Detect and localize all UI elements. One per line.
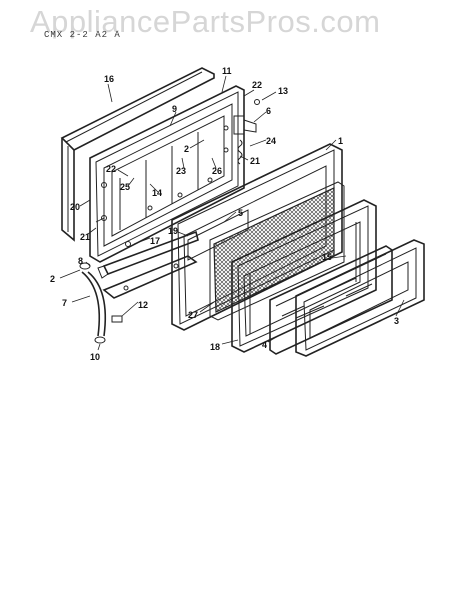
part-label-10: 10	[90, 352, 100, 362]
outer-back-panel	[60, 67, 215, 242]
part-label-4: 4	[262, 340, 267, 350]
part-label-16: 16	[104, 74, 114, 84]
part-label-2-handle: 2	[50, 274, 55, 284]
part-label-8: 8	[78, 256, 83, 266]
part-label-17: 17	[150, 236, 160, 246]
diagram-header-code: CMX 2-2 A2 A	[44, 30, 121, 40]
part-label-13: 13	[278, 86, 288, 96]
lower-hinge-bracket	[97, 230, 199, 279]
inner-door-frame	[89, 85, 245, 263]
part-label-14: 14	[152, 188, 162, 198]
part-label-27: 27	[188, 310, 198, 320]
part-label-6: 6	[266, 106, 271, 116]
glass-frame	[231, 199, 377, 353]
part-label-12: 12	[138, 300, 148, 310]
part-label-21-right: 21	[250, 156, 260, 166]
part-label-9: 9	[172, 104, 177, 114]
part-label-26: 26	[212, 166, 222, 176]
part-label-2-inner: 2	[184, 144, 189, 154]
part-label-23: 23	[176, 166, 186, 176]
part-label-15: 15	[322, 252, 332, 262]
watermark-text: AppliancePartsPros.com	[30, 4, 381, 39]
part-label-20: 20	[70, 202, 80, 212]
part-label-22-left: 22	[106, 164, 116, 174]
part-label-25: 25	[120, 182, 130, 192]
part-label-21-left: 21	[80, 232, 90, 242]
part-label-19: 19	[168, 226, 178, 236]
outer-glass-door	[295, 239, 425, 357]
part-label-5: 5	[238, 208, 243, 218]
hinge-assembly	[233, 99, 260, 165]
part-label-18: 18	[210, 342, 220, 352]
part-labels: 16 11 22 13 9 6 1 24 2 21 23 26 22 25 14…	[50, 66, 399, 362]
door-handle	[79, 255, 198, 344]
part-label-22-top: 22	[252, 80, 262, 90]
part-label-3: 3	[394, 316, 399, 326]
leader-lines	[59, 75, 405, 351]
part-label-11: 11	[222, 66, 232, 76]
part-label-7: 7	[62, 298, 67, 308]
part-label-1: 1	[338, 136, 343, 146]
part-label-24: 24	[266, 136, 276, 146]
